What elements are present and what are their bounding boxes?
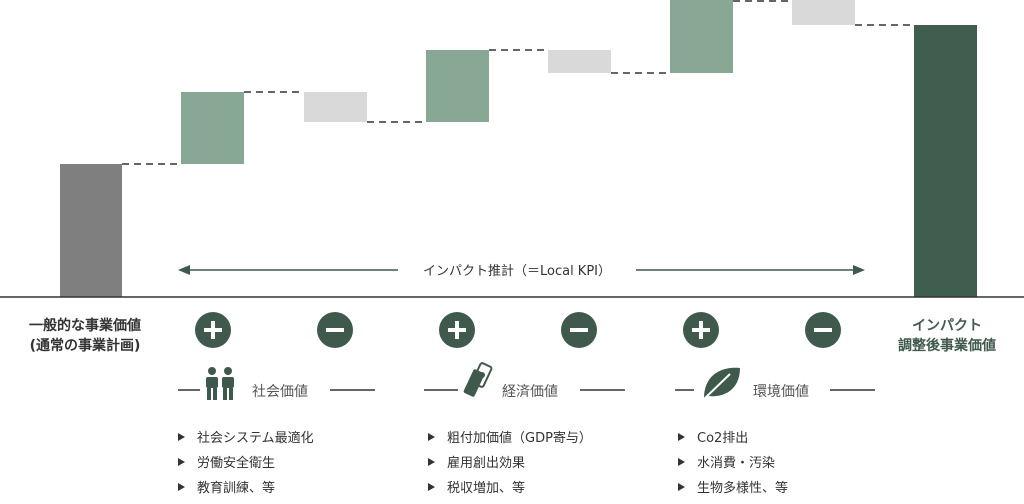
economic-plus-bar <box>426 50 489 122</box>
leaf-icon <box>702 367 740 401</box>
final-label-line1: インパクト <box>912 318 982 334</box>
connector-lines <box>122 0 914 165</box>
minus-icon <box>317 312 353 348</box>
impact-arrow <box>178 265 865 275</box>
list-item: 社会システム最適化 <box>178 427 314 446</box>
list-item: 雇用創出効果 <box>428 452 525 471</box>
list-item: 教育訓練、等 <box>178 477 275 496</box>
environment-plus-bar <box>670 0 733 73</box>
final-label-line2: 調整後事業価値 <box>898 338 996 354</box>
plus-icon <box>195 312 231 348</box>
social-minus-bar <box>304 92 367 122</box>
environment-minus-bar <box>792 0 855 25</box>
baseline-bar <box>60 164 122 297</box>
list-item: 生物多様性、等 <box>678 477 788 496</box>
minus-icon <box>561 312 597 348</box>
list-item: 粗付加価値（GDP寄与） <box>428 427 592 446</box>
baseline-label-line2: (通常の事業計画) <box>29 338 141 354</box>
group-title-environment: 環境価値 <box>753 384 809 400</box>
minus-icon <box>805 312 841 348</box>
list-item: 労働安全衛生 <box>178 452 275 471</box>
social-plus-bar <box>181 92 244 164</box>
list-item: Co2排出 <box>678 427 748 446</box>
baseline-label-line1: 一般的な事業価値 <box>29 318 141 334</box>
people-icon <box>206 367 234 400</box>
plus-icon <box>439 312 475 348</box>
arrow-label: インパクト推計（＝Local KPI） <box>422 264 612 279</box>
money-icon <box>463 362 493 397</box>
economic-minus-bar <box>548 50 611 73</box>
list-item: 水消費・汚染 <box>678 452 775 471</box>
group-title-economic: 経済価値 <box>502 384 558 400</box>
plus-icon <box>683 312 719 348</box>
final-bar <box>914 25 977 297</box>
group-title-social: 社会価値 <box>252 384 308 400</box>
list-item: 税収増加、等 <box>428 477 525 496</box>
